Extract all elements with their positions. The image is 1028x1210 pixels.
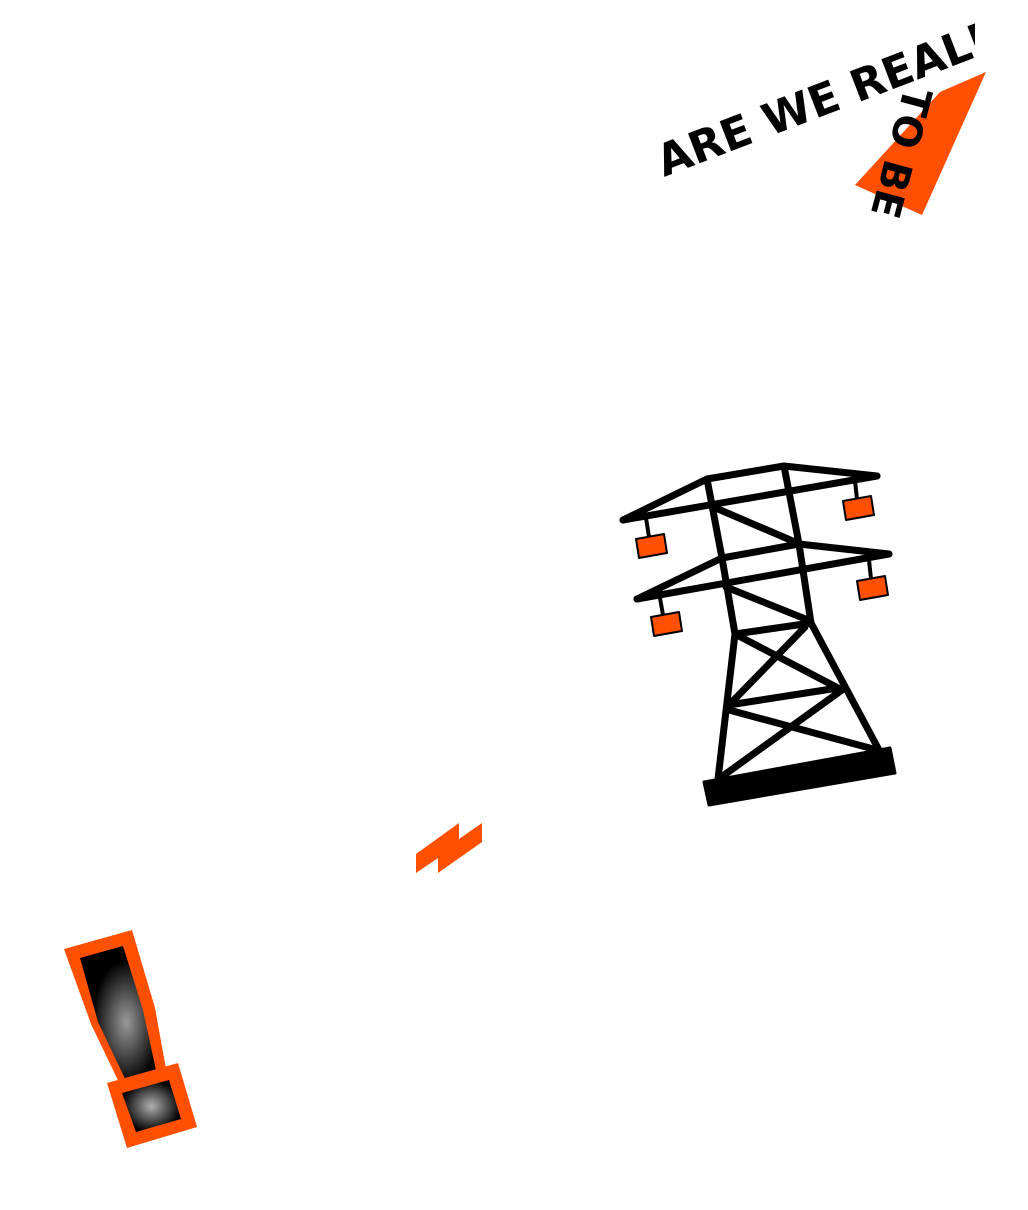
exclamation-dot	[122, 1080, 181, 1132]
exclamation-stem	[80, 946, 157, 1085]
power-tower-icon	[619, 462, 897, 807]
headline-tag	[855, 72, 986, 215]
headline: ARE WE REALLY TO BE	[650, 1, 986, 223]
insulator-group	[635, 495, 889, 637]
lightning-bolt-icon	[416, 823, 482, 873]
exclamation-mark-icon	[64, 930, 197, 1148]
tower-base	[702, 746, 897, 807]
